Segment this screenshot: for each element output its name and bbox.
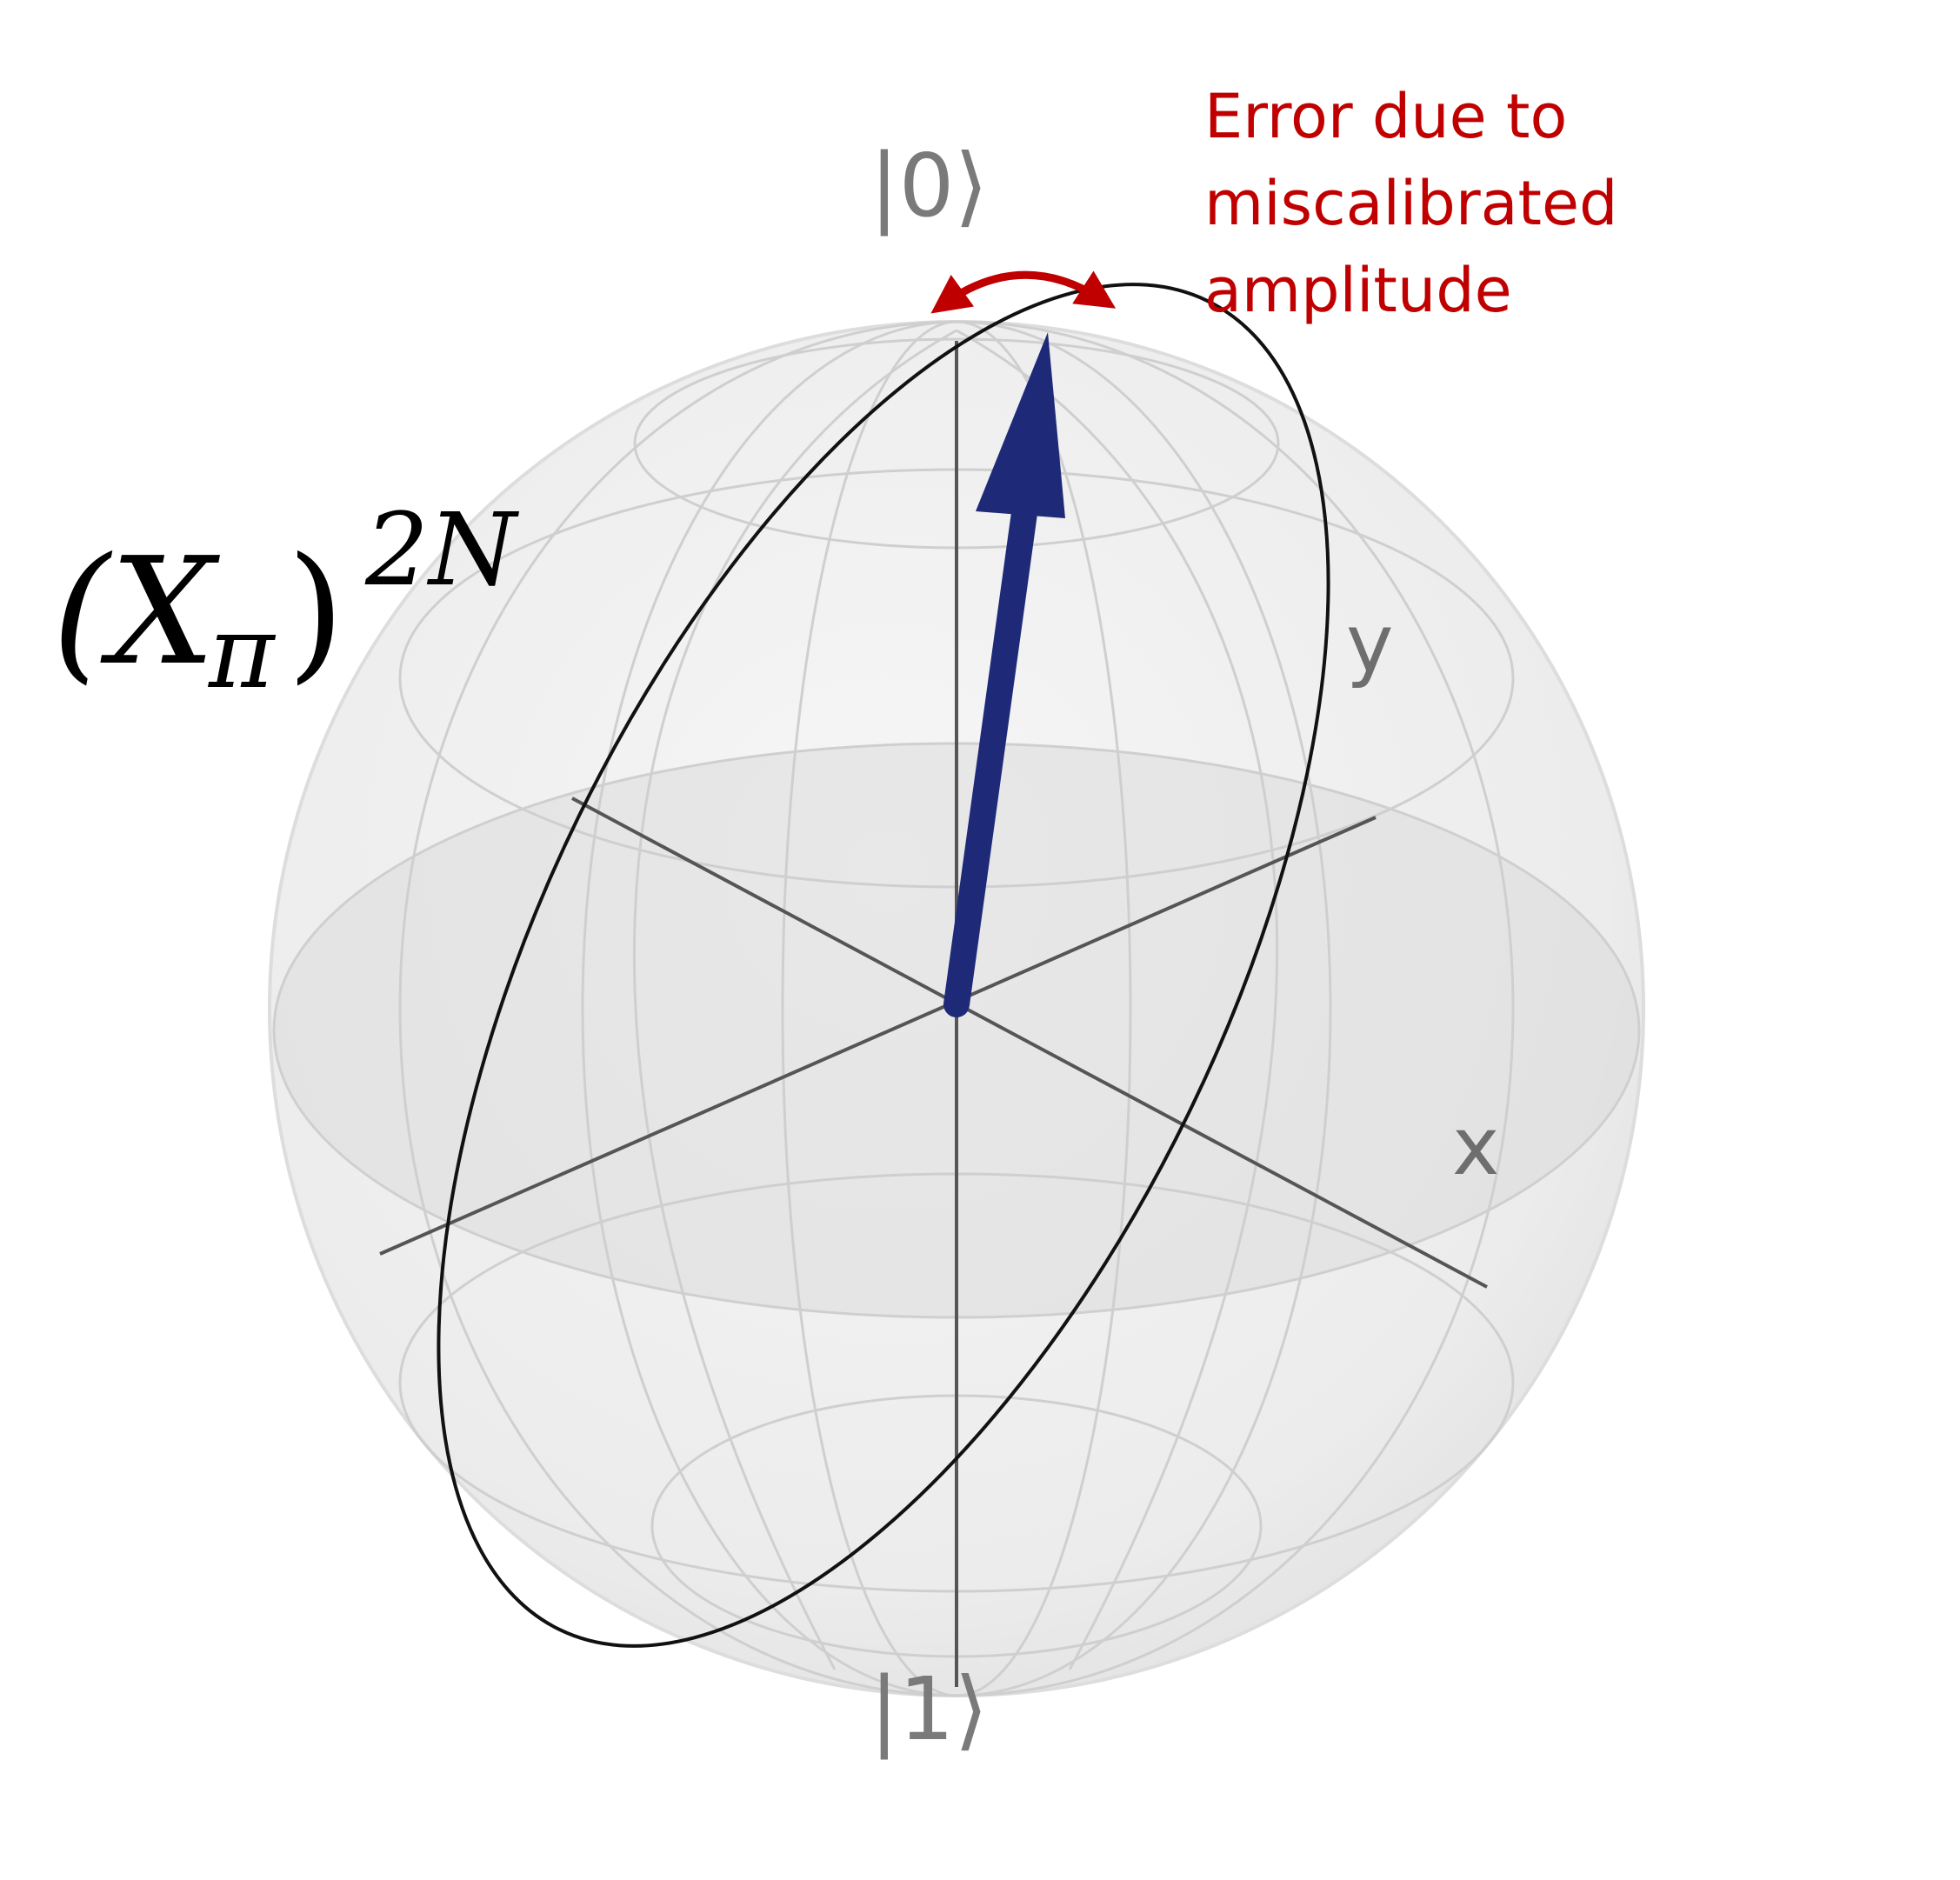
x-axis-line <box>571 797 1488 1289</box>
svg-text:π: π <box>207 595 277 711</box>
state-vector <box>943 332 1065 1017</box>
svg-text:2N: 2N <box>364 492 519 609</box>
axis-y-label: y <box>1346 597 1393 690</box>
ket-zero-label: |0⟩ <box>870 135 988 237</box>
rotation-trajectory <box>437 283 1330 1648</box>
svg-text:): ) <box>287 526 344 698</box>
double-headed-arc-arrow-icon <box>930 270 1117 314</box>
axis-x-label: x <box>1452 1100 1499 1193</box>
svg-text:(X: (X <box>52 526 220 698</box>
error-annotation: Error due to miscalibrated amplitude <box>1204 81 1637 326</box>
y-axis-line <box>379 816 1377 1256</box>
operator-label: (X π ) 2N <box>52 492 519 711</box>
ket-one-label: |1⟩ <box>870 1658 988 1760</box>
